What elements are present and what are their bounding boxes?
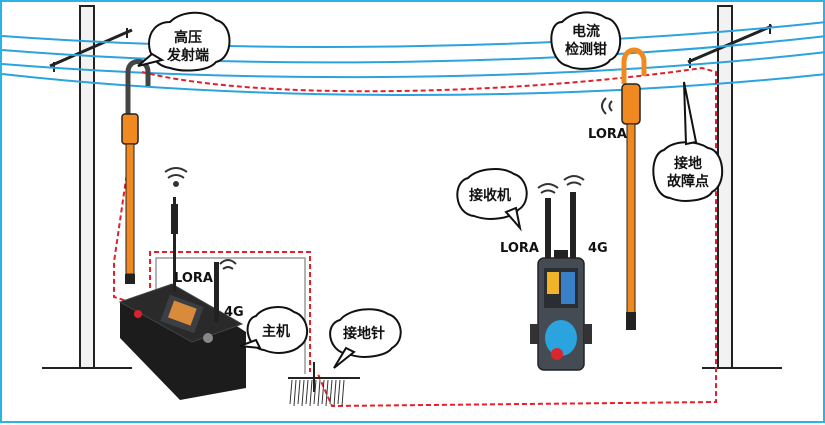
host-label-bubble: [239, 306, 309, 354]
clamp-lora-signal-icon: [601, 97, 613, 115]
ground-pin-label: 接地针: [343, 325, 385, 342]
receiver-left-signal-icon: [537, 183, 559, 194]
current-detection-clamp: [621, 47, 647, 330]
fault-current-path: [113, 66, 717, 408]
receiver-lora-label: LORA: [500, 241, 539, 256]
receiver-4g-label: 4G: [588, 241, 608, 256]
clamp-label-bubble: [550, 11, 622, 70]
receiver-label: 接收机: [469, 187, 511, 204]
ground-pin-label-bubble: [329, 308, 402, 369]
host-4g-label: 4G: [224, 305, 244, 320]
overhead-power-lines: [2, 21, 825, 96]
host-device: [118, 197, 246, 400]
receiver-right-signal-icon: [563, 175, 585, 186]
clamp-label-line2: 检测钳: [565, 41, 607, 58]
ground-pin: [288, 362, 360, 407]
host-lora-signal-icon: [164, 167, 188, 187]
right-utility-pole: [687, 5, 782, 369]
host-label: 主机: [262, 323, 290, 340]
transmitter-label-bubble: [137, 11, 231, 72]
transmitter-clamp: [121, 59, 151, 284]
receiver-device: [530, 192, 592, 371]
transmitter-label-line2: 发射端: [166, 47, 209, 64]
receiver-label-bubble: [456, 168, 528, 232]
clamp-lora-label: LORA: [588, 127, 627, 142]
host-lora-label: LORA: [174, 271, 213, 286]
transmitter-label-line1: 高压: [174, 29, 202, 46]
fault-label-bubble: [652, 81, 724, 202]
left-utility-pole: [42, 5, 133, 369]
fault-label-line1: 接地: [674, 155, 702, 172]
clamp-label-line1: 电流: [572, 23, 600, 40]
host-4g-signal-icon: [219, 259, 237, 270]
fault-label-line2: 故障点: [667, 173, 709, 190]
ground-wire: [155, 257, 306, 374]
